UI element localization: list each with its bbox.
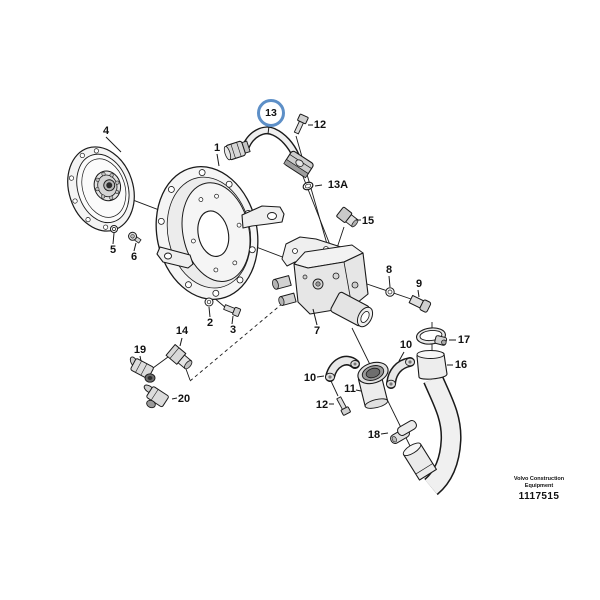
callout-14[interactable]: 14: [175, 325, 189, 337]
callout-1[interactable]: 1: [213, 142, 221, 154]
part-drawing-13a-oring: [302, 181, 314, 191]
part-drawing-12-bolt-bottom: [336, 396, 351, 416]
part-drawing-5-washer: [110, 225, 118, 233]
brand-line-2: Equipment: [524, 482, 554, 489]
part-drawing-19-elbow: [129, 356, 156, 383]
callout-13a[interactable]: 13A: [327, 179, 349, 191]
callout-12[interactable]: 12: [313, 119, 327, 131]
part-drawing-2-washer: [204, 297, 214, 307]
part-drawing-16-hose: [416, 350, 462, 496]
callout-16[interactable]: 16: [454, 359, 468, 371]
callout-5[interactable]: 5: [109, 244, 117, 256]
part-drawing-1-adapter-plate: [155, 165, 285, 301]
callout-12[interactable]: 12: [315, 399, 329, 411]
part-drawing-11-tube: [357, 361, 389, 409]
callout-20[interactable]: 20: [177, 393, 191, 405]
callout-4[interactable]: 4: [102, 125, 110, 137]
callout-15[interactable]: 15: [361, 215, 375, 227]
callout-10[interactable]: 10: [303, 372, 317, 384]
part-drawing-16-hose-end: [402, 442, 437, 481]
part-drawing-20-elbow: [143, 384, 169, 409]
callout-2[interactable]: 2: [206, 317, 214, 329]
part-drawing-6-bolt: [128, 231, 142, 244]
callout-13[interactable]: 13: [257, 99, 285, 127]
callout-17[interactable]: 17: [457, 334, 471, 346]
part-drawing-4-coupling-disc: [67, 146, 135, 232]
callout-18[interactable]: 18: [367, 429, 381, 441]
part-drawing-9-bolt: [408, 294, 432, 313]
callout-6[interactable]: 6: [130, 251, 138, 263]
callout-10[interactable]: 10: [399, 339, 413, 351]
part-drawing-14-fitting: [165, 344, 193, 370]
part-drawing-10-flange-right: [386, 357, 415, 389]
part-drawing-17-hose-clamp: [416, 327, 448, 346]
brand-line-1: Volvo Construction: [513, 476, 565, 482]
part-drawing-7-pump: [272, 236, 374, 328]
part-number: 1117515: [518, 491, 560, 502]
callout-leader-lines: [105, 124, 456, 435]
callout-9[interactable]: 9: [415, 278, 423, 290]
callout-7[interactable]: 7: [313, 325, 321, 337]
part-drawing-12-bolt-top: [293, 113, 309, 135]
callout-19[interactable]: 19: [133, 344, 147, 356]
part-drawing-3-bolt: [223, 304, 242, 317]
callout-11[interactable]: 11: [344, 383, 356, 395]
callout-3[interactable]: 3: [229, 324, 237, 336]
part-drawing-18-clamp-halves: [390, 420, 417, 444]
part-drawing-10-flange-left: [325, 355, 360, 382]
callout-8[interactable]: 8: [385, 264, 393, 276]
title-block: Volvo Construction Equipment 1117515: [498, 476, 580, 502]
part-drawing-15-plug: [336, 206, 359, 228]
part-drawing-8-washer: [385, 287, 395, 297]
part-drawing-13-pipe: [223, 126, 314, 179]
